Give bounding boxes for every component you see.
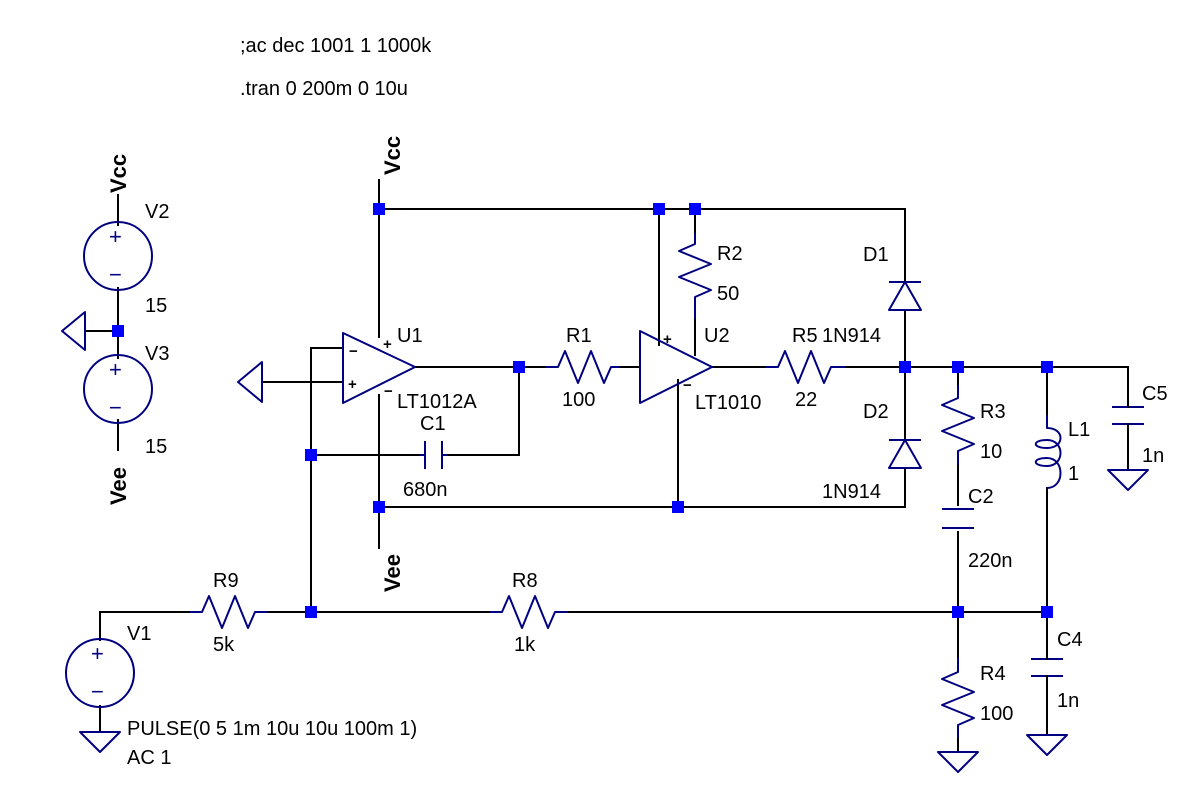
r2-name: R2: [717, 243, 743, 265]
c1-name: C1: [420, 413, 446, 435]
source-circle-icon: [83, 354, 153, 424]
c2-name: C2: [968, 486, 994, 508]
r5-value: 22: [795, 389, 817, 411]
u2-model: LT1010: [695, 392, 761, 414]
v2-name: V2: [145, 201, 169, 223]
v1-name: V1: [127, 623, 151, 645]
v3-value: 15: [145, 436, 167, 458]
ac-directive: ;ac dec 1001 1 1000k: [240, 35, 432, 57]
u1-noninverting-pin: +: [348, 376, 357, 393]
l1-name: L1: [1068, 419, 1090, 441]
diode-triangle-icon: [888, 439, 922, 469]
v1-value-ac: AC 1: [127, 747, 171, 769]
r4-resistor[interactable]: [941, 658, 975, 738]
u1-opamp[interactable]: [342, 332, 416, 404]
u1-name: U1: [397, 325, 423, 347]
wires: [84, 179, 1129, 753]
c2-value: 220n: [968, 550, 1013, 572]
r3-name: R3: [980, 401, 1006, 423]
r1-name: R1: [566, 325, 592, 347]
vcc-net-label-u1: Vcc: [380, 136, 405, 175]
r3-value: 10: [980, 441, 1002, 463]
plus-sign: +: [91, 641, 104, 666]
r8-value: 1k: [514, 634, 536, 656]
r1-value: 100: [562, 389, 595, 411]
minus-sign: −: [109, 262, 122, 287]
r9-value: 5k: [213, 634, 235, 656]
c4-name: C4: [1057, 629, 1083, 651]
c2-capacitor[interactable]: [942, 508, 974, 529]
opamp-triangle-icon: [342, 332, 416, 404]
c4-value: 1n: [1057, 690, 1079, 712]
u2-vplus-pin: +: [663, 331, 672, 348]
vcc-net-label-v2: Vcc: [106, 154, 131, 193]
d1-model: 1N914: [822, 325, 881, 347]
r8-name: R8: [512, 570, 538, 592]
c1-value: 680n: [403, 479, 448, 501]
v3-voltage-source[interactable]: + −: [83, 354, 153, 424]
v2-value: 15: [145, 295, 167, 317]
r4-name: R4: [980, 663, 1006, 685]
d2-name: D2: [863, 401, 889, 423]
source-circle-icon: [83, 221, 153, 291]
u1-model: LT1012A: [397, 391, 477, 413]
c5-value: 1n: [1142, 445, 1164, 467]
minus-sign: −: [109, 395, 122, 420]
ground-icon: [79, 731, 121, 753]
c5-name: C5: [1142, 383, 1168, 405]
ground-icon: [61, 311, 86, 351]
ground-icon: [1026, 734, 1068, 756]
u2-buffer[interactable]: [639, 330, 713, 404]
r9-resistor[interactable]: [190, 595, 268, 629]
c1-capacitor[interactable]: [420, 441, 447, 469]
u1-inverting-pin: −: [349, 343, 358, 360]
u1-vminus-pin: −: [384, 383, 393, 400]
plus-sign: +: [109, 357, 122, 382]
vee-net-label-u1: Vee: [380, 554, 405, 592]
plus-sign: +: [109, 224, 122, 249]
r3-resistor[interactable]: [941, 385, 975, 465]
source-circle-icon: [65, 638, 135, 708]
ground-icon: [937, 751, 979, 773]
v1-voltage-source[interactable]: + −: [65, 638, 135, 708]
d1-diode[interactable]: [888, 281, 922, 311]
tran-directive: .tran 0 200m 0 10u: [240, 78, 408, 100]
minus-sign: −: [91, 679, 104, 704]
c4-capacitor[interactable]: [1031, 654, 1063, 681]
r9-name: R9: [213, 570, 239, 592]
buffer-triangle-icon: [639, 330, 713, 404]
r1-resistor[interactable]: [545, 350, 620, 384]
r4-value: 100: [980, 703, 1013, 725]
u2-name: U2: [704, 325, 730, 347]
v1-value-pulse: PULSE(0 5 1m 10u 10u 100m 1): [127, 718, 417, 740]
ground-icon: [1107, 469, 1149, 491]
u2-vminus-pin: −: [683, 377, 692, 394]
d1-name: D1: [863, 244, 889, 266]
junctions: [112, 203, 1053, 618]
r5-name: R5: [792, 325, 818, 347]
l1-value: 1: [1068, 463, 1079, 485]
vee-net-label-v3: Vee: [106, 467, 131, 505]
d2-diode[interactable]: [888, 439, 922, 469]
r8-resistor[interactable]: [490, 595, 568, 629]
r2-resistor[interactable]: [678, 233, 712, 320]
v2-voltage-source[interactable]: + −: [83, 221, 153, 291]
r2-value: 50: [717, 283, 739, 305]
c5-capacitor[interactable]: [1112, 394, 1144, 431]
diode-triangle-icon: [888, 281, 922, 311]
l1-inductor[interactable]: [1034, 415, 1062, 489]
ground-icon: [237, 361, 263, 403]
d2-model: 1N914: [822, 481, 881, 503]
r5-resistor[interactable]: [765, 350, 845, 384]
v3-name: V3: [145, 343, 169, 365]
u1-vplus-pin: +: [383, 336, 392, 353]
